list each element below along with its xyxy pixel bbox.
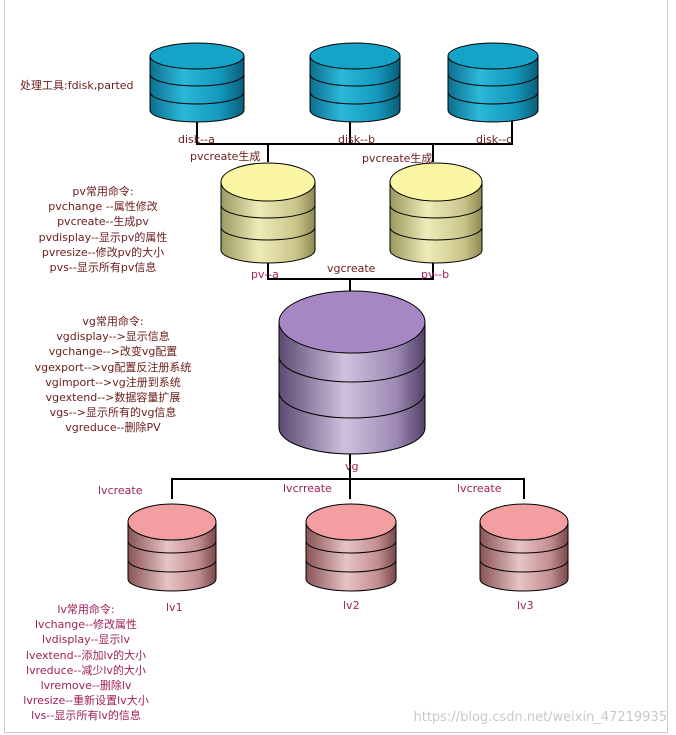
lv-command-line: lvresize--重新设置lv大小: [23, 694, 149, 708]
tool-note: 处理工具:fdisk,parted: [20, 79, 134, 92]
pv-command-line: pvs--显示所有pv信息: [49, 261, 157, 275]
lv3-label: lv3: [517, 599, 534, 612]
lv2-icon: [305, 503, 397, 592]
vg-icon: [278, 290, 426, 455]
lv-command-line: lvchange--修改属性: [35, 618, 137, 632]
pv-commands: pv常用命令: pvchange --属性修改 pvcreate--生成pv p…: [18, 184, 188, 275]
lv-command-line: lvdisplay--显示lv: [42, 633, 130, 647]
disk-b-label: disk--b: [338, 133, 376, 146]
pv-command-line: pv常用命令:: [72, 185, 134, 198]
vg-command-line: vgexport-->vg配置反注册系统: [34, 360, 192, 374]
pv-a-icon: [220, 162, 316, 264]
disk-b-icon: [309, 42, 401, 123]
lv-command-line: lvs--显示所有lv的信息: [31, 709, 141, 723]
disk-c-label: disk--c: [476, 133, 513, 146]
vg-label: vg: [345, 460, 359, 473]
disk-a-label: disk--a: [178, 133, 215, 146]
vg-command-line: vgextend-->数据容量扩展: [45, 391, 181, 405]
lvcreate-label-2: lvcrreate: [283, 482, 332, 495]
pv-b-icon: [389, 162, 483, 264]
lv1-icon: [127, 503, 217, 592]
pv-command-line: pvresize--修改pv的大小: [41, 245, 165, 259]
vgcreate-label: vgcreate: [327, 262, 376, 275]
disk-a-icon: [149, 42, 245, 123]
vg-command-line: vgs-->显示所有的vg信息: [49, 406, 177, 420]
vg-command-line: vgreduce--删除PV: [65, 421, 161, 435]
lv-command-line: lvextend--添加lv的大小: [25, 648, 147, 662]
vg-command-line: vg常用命令:: [82, 315, 144, 328]
watermark: https://blog.csdn.net/weixin_47219935: [413, 710, 667, 725]
pv-command-line: pvdisplay--显示pv的属性: [38, 230, 168, 244]
lv-command-line: lvremove--删除lv: [40, 679, 132, 693]
lvcreate-label-1: lvcreate: [98, 484, 143, 497]
lvcreate-label-3: lvcreate: [457, 482, 502, 495]
pvcreate-label-right: pvcreate生成: [362, 152, 433, 165]
connector-lines: [171, 118, 525, 499]
lv-command-line: lv常用命令:: [57, 603, 115, 616]
lv2-label: lv2: [343, 599, 360, 612]
pv-b-label: pv--b: [421, 268, 450, 281]
lv-connector: [171, 478, 525, 499]
lv3-icon: [479, 503, 569, 592]
vg-command-line: vgimport-->vg注册到系统: [45, 375, 181, 389]
lv-commands: lv常用命令: lvchange--修改属性 lvdisplay--显示lv l…: [6, 602, 166, 724]
pvcreate-label-left: pvcreate生成: [190, 150, 261, 163]
disk-c-icon: [447, 42, 539, 123]
pv-a-label: pv--a: [251, 268, 279, 281]
lv1-label: lv1: [166, 601, 183, 614]
pv-command-line: pvcreate--生成pv: [57, 215, 149, 229]
pv-command-line: pvchange --属性修改: [48, 200, 158, 214]
lv-command-line: lvreduce--减少lv的大小: [26, 663, 146, 677]
vg-command-line: vgchange-->改变vg配置: [48, 345, 178, 359]
disk-connector: [196, 118, 513, 145]
vg-command-line: vgdisplay-->显示信息: [56, 330, 170, 344]
vg-commands: vg常用命令: vgdisplay-->显示信息 vgchange-->改变vg…: [18, 314, 208, 436]
canvas-frame: [4, 0, 668, 733]
